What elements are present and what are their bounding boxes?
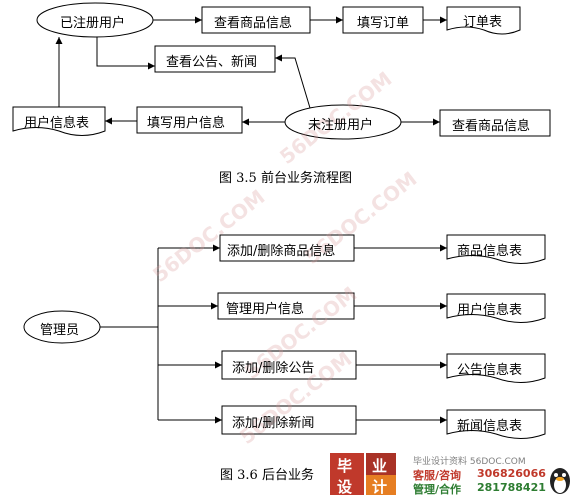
product-table-doc (446, 234, 546, 264)
manage-news-box (221, 405, 357, 435)
view-products-1-box (201, 6, 311, 34)
admin-label: 管理员 (40, 323, 80, 338)
fill-user-info-label: 填写用户信息 (147, 116, 226, 131)
view-products-1-label: 查看商品信息 (214, 16, 293, 31)
logo-block-4 (366, 475, 396, 495)
manage-notices-label: 添加/删除公告 (232, 361, 315, 376)
fill-order-label: 填写订单 (357, 16, 410, 31)
arrow-registered-to-notices (96, 37, 155, 70)
figure-caption-back: 图 3.6 后台业务 (220, 468, 314, 483)
news-table-doc (446, 409, 546, 439)
notice-table-doc (446, 353, 546, 383)
logo-char: 计 (372, 478, 388, 496)
view-notices-label: 查看公告、新闻 (166, 55, 258, 70)
notice-table-label: 公告信息表 (457, 363, 523, 378)
unregistered-user-label: 未注册用户 (308, 118, 374, 133)
registered-user-label: 已注册用户 (60, 16, 126, 31)
qq-penguin-icon (550, 468, 570, 494)
logo-char: 设 (337, 478, 353, 496)
order-table-label: 订单表 (463, 15, 503, 30)
fill-order-box (342, 6, 424, 34)
view-products-2-box (439, 109, 551, 137)
arrow-unregistered-to-notices (275, 54, 311, 109)
footer-manage-label: 管理/合作 (413, 483, 462, 496)
user-table-label: 用户信息表 (457, 303, 523, 318)
product-table-label: 商品信息表 (457, 244, 523, 259)
logo-block-1 (330, 453, 364, 475)
footer-site-line: 毕业设计资料 56DOC.COM (413, 457, 526, 467)
figure-caption-front: 图 3.5 前台业务流程图 (219, 171, 352, 186)
logo-char: 毕 (337, 457, 353, 475)
user-info-table-label: 用户信息表 (24, 116, 90, 131)
manage-products-box (219, 234, 355, 262)
manage-products-label: 添加/删除商品信息 (227, 244, 336, 259)
footer-contact-number: 306826066 (477, 467, 546, 480)
manage-users-label: 管理用户信息 (226, 302, 305, 317)
footer-manage-number: 281788421 (477, 481, 546, 494)
logo-char: 业 (372, 457, 388, 475)
footer-contact-label: 客服/咨询 (413, 469, 462, 482)
logo-block-3 (366, 453, 396, 475)
fill-user-info-box (136, 106, 243, 134)
news-table-label: 新闻信息表 (457, 419, 523, 434)
manage-news-label: 添加/删除新闻 (232, 416, 315, 431)
user-table-doc (446, 293, 546, 323)
logo-block-2 (330, 475, 364, 495)
view-products-2-label: 查看商品信息 (452, 119, 531, 134)
order-table-doc (446, 6, 521, 35)
user-info-table-doc (12, 106, 106, 136)
